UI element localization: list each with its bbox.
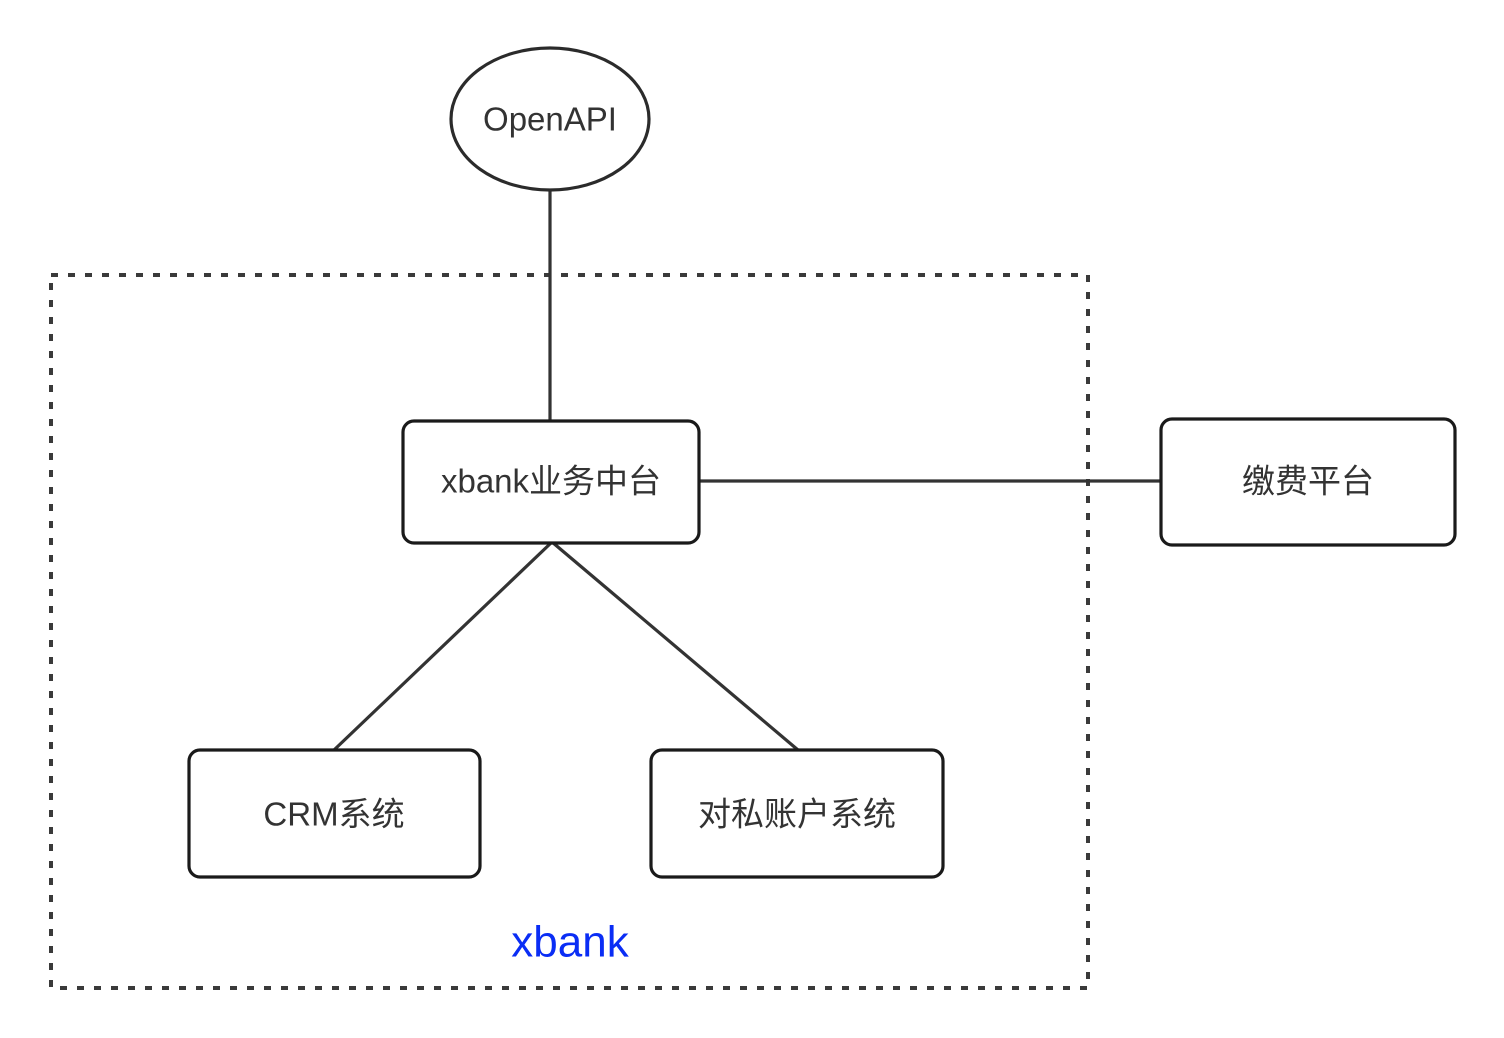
xbank-boundary-label: xbank	[511, 918, 629, 967]
openapi-ellipse-shape	[449, 46, 651, 192]
payment-platform-rect-shape	[1159, 417, 1457, 547]
node-personal-account-system[interactable]: 对私账户系统	[649, 748, 945, 879]
xbank-midend-rect-shape	[401, 419, 701, 545]
node-payment-platform[interactable]: 缴费平台	[1159, 417, 1457, 547]
node-openapi[interactable]: OpenAPI	[449, 46, 651, 192]
crm-system-rect-shape	[187, 748, 482, 879]
personal-account-rect-shape	[649, 748, 945, 879]
edge-midend-to-crm	[332, 540, 554, 752]
node-xbank-business-midend-label: xbank业务中台	[441, 463, 661, 500]
edge-midend-to-personal-account	[550, 540, 800, 752]
node-crm-system[interactable]: CRM系统	[187, 748, 482, 879]
node-xbank-business-midend[interactable]: xbank业务中台	[401, 419, 701, 545]
node-openapi-label: OpenAPI	[483, 101, 617, 138]
node-payment-platform-label: 缴费平台	[1242, 463, 1374, 500]
xbank-boundary-box	[49, 273, 1090, 990]
node-crm-system-label: CRM系统	[263, 796, 404, 833]
node-personal-account-system-label: 对私账户系统	[698, 796, 896, 833]
